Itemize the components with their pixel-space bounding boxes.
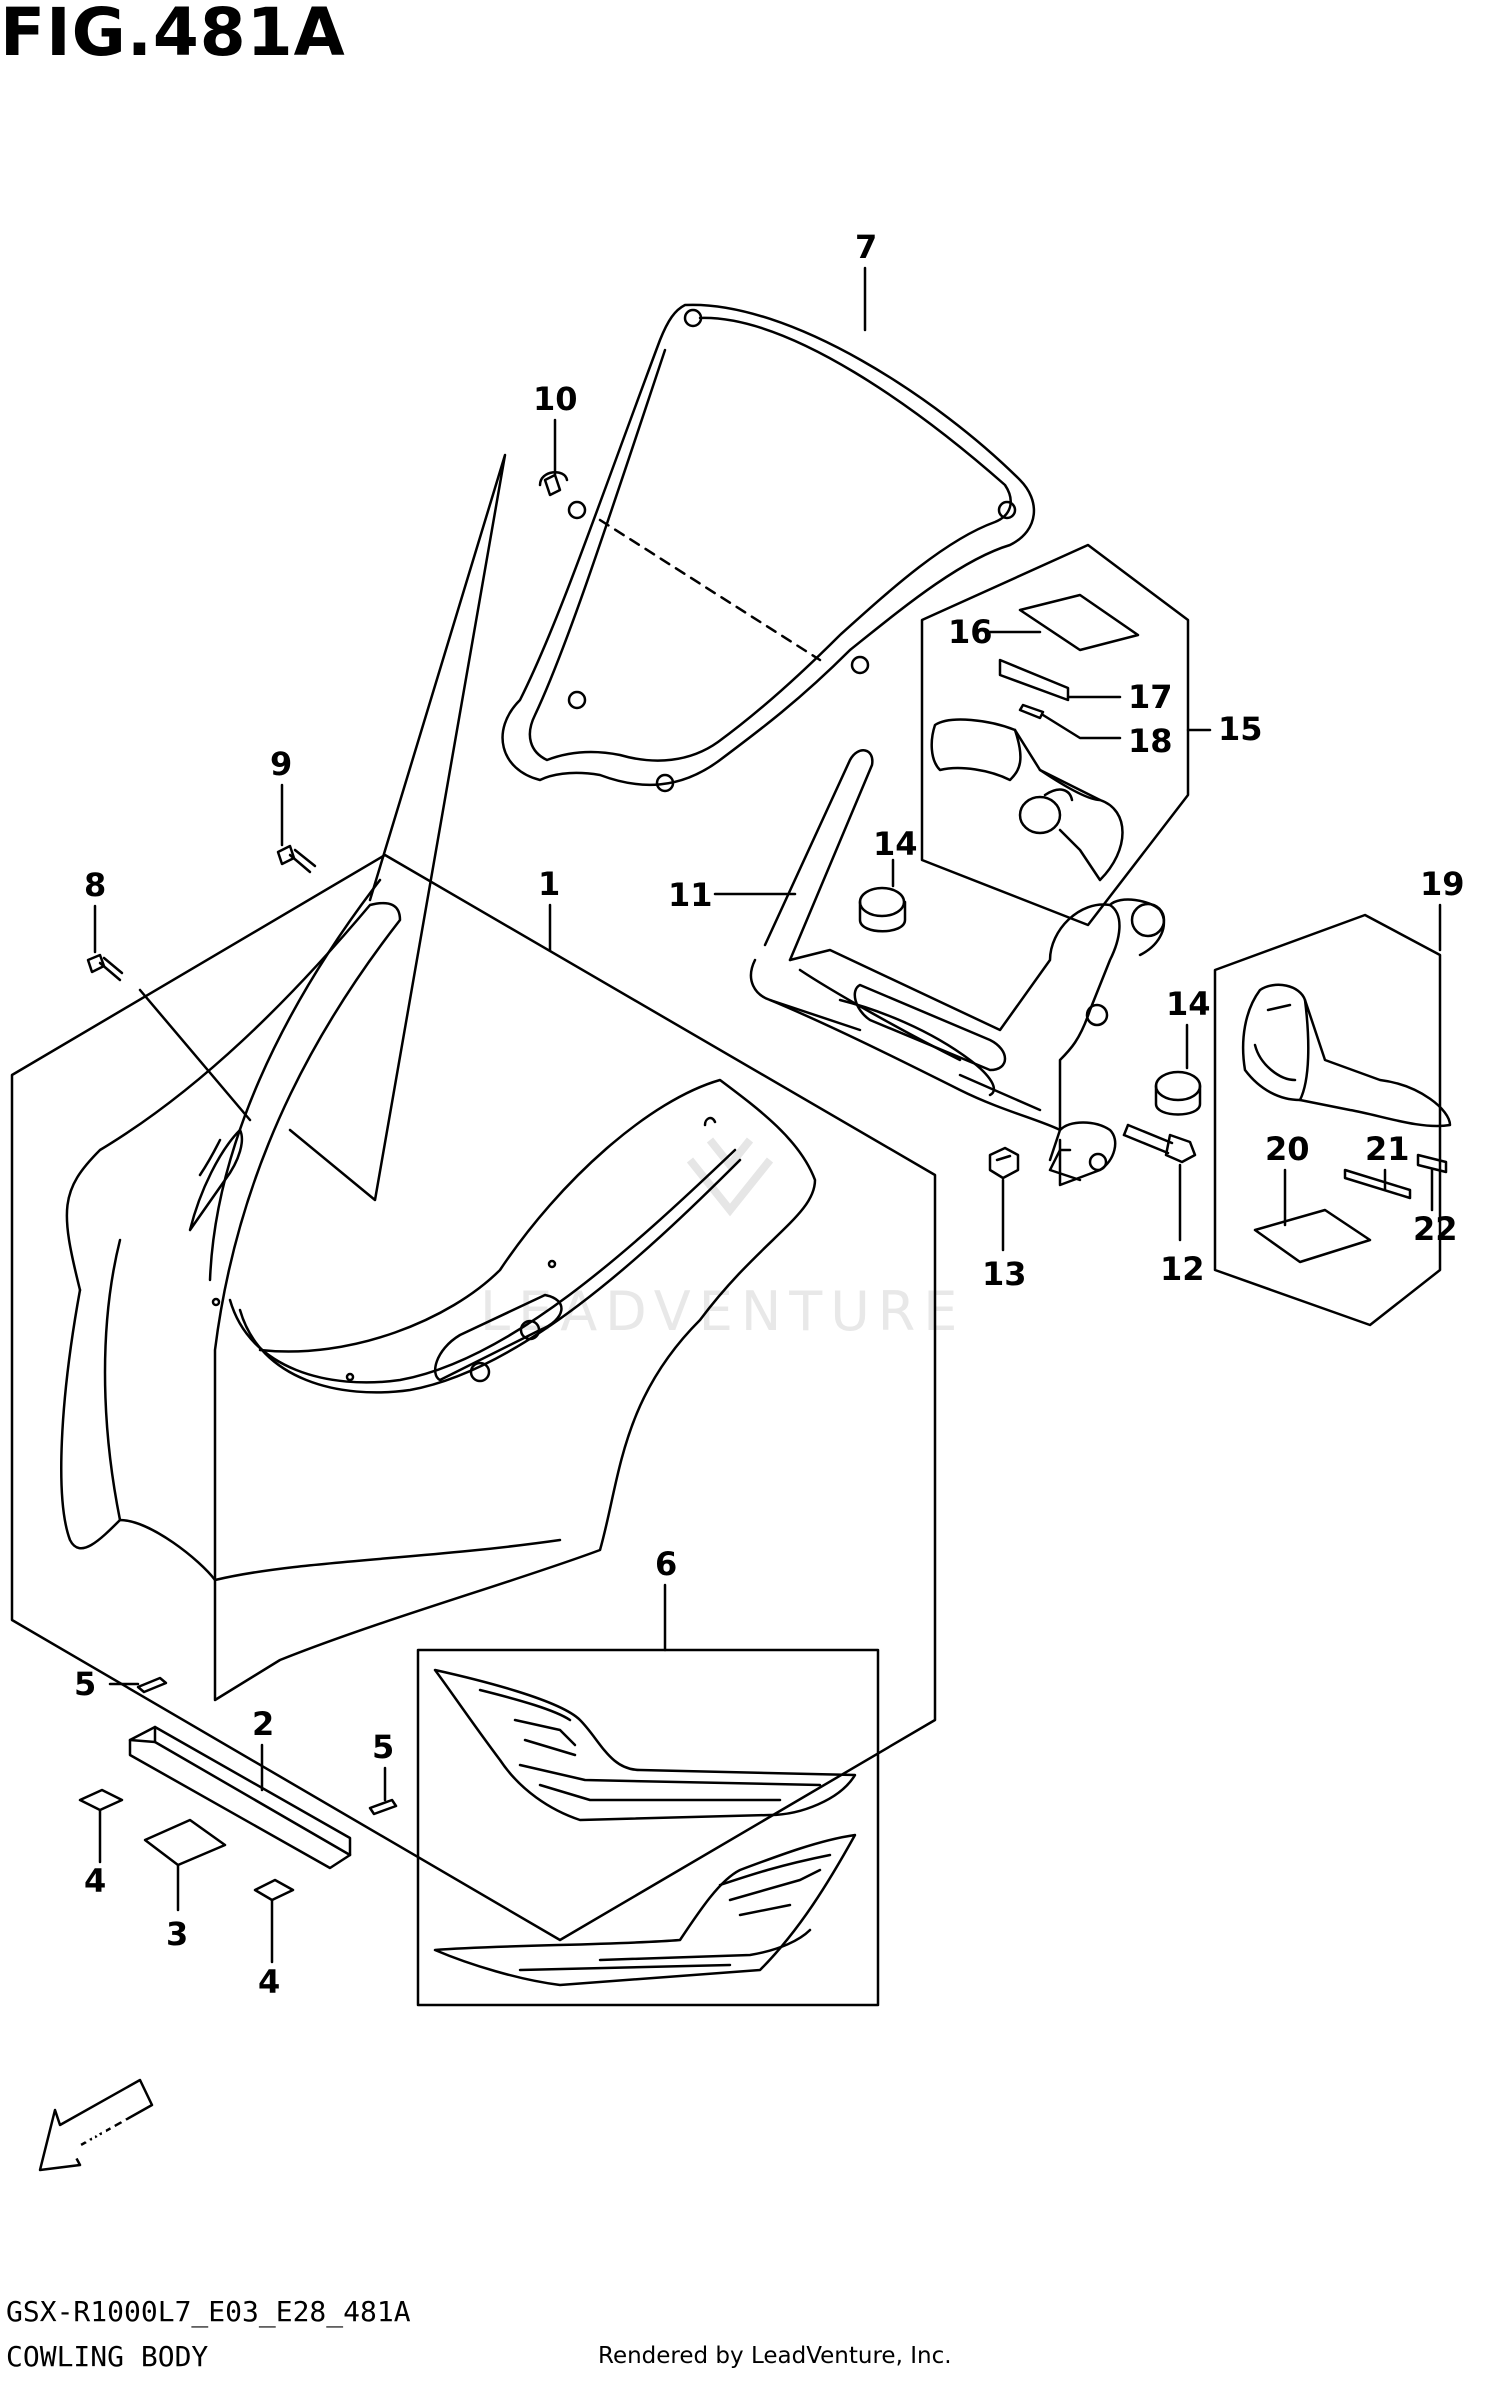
callout-4a: 4 xyxy=(84,1862,106,1900)
part-1-frame xyxy=(10,853,937,1942)
watermark-logo-icon xyxy=(686,1137,774,1217)
tape-part-5b xyxy=(368,1798,398,1816)
rubber-14b xyxy=(1154,1070,1202,1116)
dashed-leader xyxy=(598,518,822,662)
callout-17: 17 xyxy=(1128,678,1173,716)
watermark-text: LEADVENTURE xyxy=(480,1280,965,1343)
part-6-components xyxy=(433,1668,857,1987)
footer-diagram-name: COWLING BODY xyxy=(6,2340,209,2373)
callout-20: 20 xyxy=(1265,1130,1310,1168)
callout-3: 3 xyxy=(166,1915,188,1953)
callout-21: 21 xyxy=(1365,1130,1410,1168)
callout-19: 19 xyxy=(1420,865,1465,903)
callout-11: 11 xyxy=(668,876,713,914)
callout-1: 1 xyxy=(538,865,560,903)
pad-part-3 xyxy=(143,1818,227,1867)
fwd-arrow-icon xyxy=(38,2078,154,2172)
bolt-12 xyxy=(1122,1123,1197,1164)
callout-5a: 5 xyxy=(74,1665,96,1703)
part-19-components xyxy=(1241,983,1452,1264)
callout-15: 15 xyxy=(1218,710,1263,748)
guide-line xyxy=(138,988,252,1122)
guide-line xyxy=(288,453,507,1202)
footer-diagram-code: GSX-R1000L7_E03_E28_481A xyxy=(6,2295,411,2328)
nut-13 xyxy=(988,1146,1020,1180)
callout-13: 13 xyxy=(982,1255,1027,1293)
callout-12: 12 xyxy=(1160,1250,1205,1288)
callout-18: 18 xyxy=(1128,722,1173,760)
watermark: LEADVENTURE xyxy=(480,1137,965,1343)
callout-7: 7 xyxy=(855,228,877,266)
tape-part-5a xyxy=(136,1676,168,1694)
callout-22: 22 xyxy=(1413,1210,1458,1248)
callout-10: 10 xyxy=(533,380,578,418)
cowling-body-part-1 xyxy=(60,878,817,1702)
bar-part-2 xyxy=(128,1725,352,1870)
part-15-components xyxy=(930,593,1140,882)
screw-9 xyxy=(276,844,317,874)
footer-rendered-by: Rendered by LeadVenture, Inc. xyxy=(598,2343,952,2369)
pad-part-4a xyxy=(78,1788,124,1812)
callout-14a: 14 xyxy=(873,825,918,863)
callout-5b: 5 xyxy=(372,1728,394,1766)
callout-4b: 4 xyxy=(258,1963,280,2001)
screw-10 xyxy=(538,471,569,497)
callout-8: 8 xyxy=(84,866,106,904)
screw-8 xyxy=(86,953,124,982)
callouts: 1 2 3 4 4 5 5 6 7 8 9 10 11 12 13 14 14 … xyxy=(74,228,1465,2001)
windscreen-part-7 xyxy=(501,303,1036,793)
callout-9: 9 xyxy=(270,745,292,783)
callout-2: 2 xyxy=(252,1705,274,1743)
callout-14b: 14 xyxy=(1166,985,1211,1023)
part-15-frame xyxy=(920,543,1190,927)
part-6-frame xyxy=(416,1648,880,2007)
part-19-frame xyxy=(1213,913,1442,1327)
figure-title: FIG.481A xyxy=(0,0,346,71)
leader-18 xyxy=(1041,713,1122,740)
bracket-part-11 xyxy=(749,749,1166,1187)
pad-part-4b xyxy=(253,1878,295,1902)
callout-6: 6 xyxy=(655,1545,677,1583)
callout-16: 16 xyxy=(948,613,993,651)
rubber-14a xyxy=(858,886,907,933)
